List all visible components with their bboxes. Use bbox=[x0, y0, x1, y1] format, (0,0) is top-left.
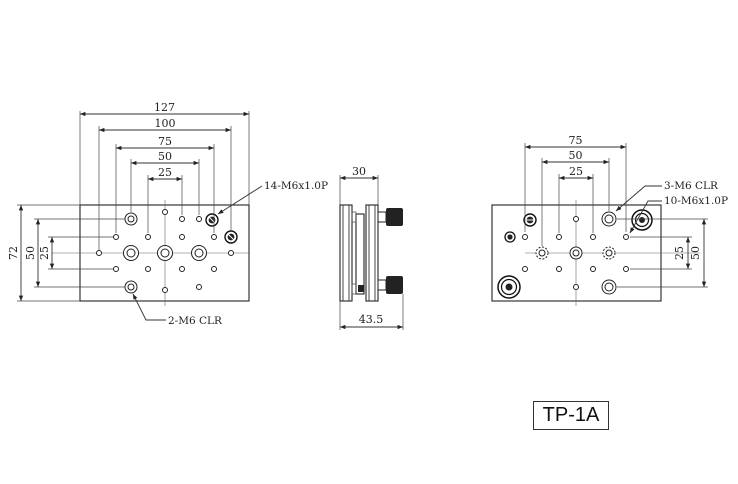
clearance-hole-core bbox=[127, 283, 135, 291]
tapped-hole bbox=[179, 234, 185, 240]
dim-50: 50 bbox=[158, 150, 172, 163]
hidden-hole-core bbox=[538, 249, 546, 257]
hidden-hole-core bbox=[605, 249, 613, 257]
clearance-hole-core bbox=[604, 282, 614, 292]
bottom-dim-50: 50 bbox=[569, 149, 583, 162]
tapped-hole bbox=[623, 234, 629, 240]
clearance-hole-core bbox=[127, 215, 135, 223]
top-view: 127 100 75 50 25 72 bbox=[7, 101, 328, 327]
tapped-hole bbox=[196, 284, 202, 290]
top-view-height-dimensions: 72 50 25 bbox=[7, 204, 125, 302]
bottom-dim-25: 25 bbox=[569, 165, 583, 178]
counterbore-hole-core bbox=[126, 248, 136, 258]
adjuster-knob-icon bbox=[377, 276, 403, 294]
callout-tapped-holes: 14-M6x1.0P bbox=[264, 180, 328, 192]
side-plate-left bbox=[339, 204, 353, 302]
tapped-hole bbox=[228, 250, 234, 256]
adjuster-knob-icon bbox=[377, 208, 403, 226]
callout-clearance-holes: 3-M6 CLR bbox=[664, 180, 719, 192]
tapped-hole bbox=[196, 216, 202, 222]
tapped-hole bbox=[522, 266, 528, 272]
dim-72: 72 bbox=[7, 246, 20, 260]
clearance-hole-core bbox=[604, 214, 614, 224]
top-view-width-dimensions: 127 100 75 50 25 bbox=[79, 101, 250, 250]
side-dim-43-5: 43.5 bbox=[359, 313, 384, 326]
tapped-hole bbox=[145, 266, 151, 272]
screw-head-icon bbox=[205, 213, 219, 227]
bottom-dim-25-vertical: 25 bbox=[673, 246, 686, 260]
counterbore-hole-core bbox=[194, 248, 204, 258]
dim-25: 25 bbox=[158, 166, 172, 179]
callout-tapped-holes: 10-M6x1.0P bbox=[664, 195, 728, 207]
tapped-hole bbox=[211, 234, 217, 240]
screw-head-icon bbox=[224, 230, 238, 244]
side-dim-30: 30 bbox=[352, 165, 366, 178]
counterbore-hole-core bbox=[160, 248, 170, 258]
tapped-hole bbox=[113, 266, 119, 272]
dim-127: 127 bbox=[154, 101, 175, 114]
top-view-holes bbox=[96, 209, 238, 294]
bottom-dim-50-vertical: 50 bbox=[689, 246, 702, 260]
tapped-hole bbox=[590, 234, 596, 240]
tapped-hole bbox=[556, 266, 562, 272]
model-label: TP-1A bbox=[533, 401, 609, 430]
tapped-hole bbox=[556, 234, 562, 240]
tapped-hole bbox=[211, 266, 217, 272]
tapped-hole bbox=[590, 266, 596, 272]
tapped-hole bbox=[522, 234, 528, 240]
large-knob-icon bbox=[497, 275, 521, 299]
clearance-hole-core bbox=[572, 249, 580, 257]
tapped-hole bbox=[145, 234, 151, 240]
dim-50-vertical: 50 bbox=[24, 246, 37, 260]
tapped-hole bbox=[162, 209, 168, 215]
dim-75: 75 bbox=[158, 135, 172, 148]
dim-25-vertical: 25 bbox=[38, 246, 51, 260]
callout-clearance-holes: 2-M6 CLR bbox=[168, 315, 223, 327]
tapped-hole bbox=[573, 284, 579, 290]
side-view: 30 43.5 bbox=[339, 165, 404, 330]
top-view-callouts: 14-M6x1.0P 2-M6 CLR bbox=[132, 180, 328, 327]
tapped-hole bbox=[179, 216, 185, 222]
bottom-view-width-dimensions: 75 50 25 bbox=[524, 134, 627, 246]
tapped-hole bbox=[573, 216, 579, 222]
bottom-view-callouts: 3-M6 CLR 10-M6x1.0P bbox=[615, 180, 728, 234]
tapped-hole bbox=[96, 250, 102, 256]
bottom-dim-75: 75 bbox=[569, 134, 583, 147]
tapped-hole bbox=[162, 287, 168, 293]
screw-head-icon bbox=[504, 231, 516, 243]
bottom-view-holes bbox=[497, 209, 653, 299]
tapped-hole bbox=[623, 266, 629, 272]
dim-100: 100 bbox=[155, 117, 176, 130]
side-plate-right bbox=[365, 204, 379, 302]
bottom-view: 75 50 25 25 50 3-M6 CLR 10-M6x1 bbox=[491, 134, 728, 306]
screw-head-icon bbox=[523, 213, 537, 227]
bottom-view-height-dimensions: 25 50 bbox=[617, 218, 708, 288]
tapped-hole bbox=[113, 234, 119, 240]
tapped-hole bbox=[179, 266, 185, 272]
large-knob-icon bbox=[631, 209, 653, 231]
side-slide bbox=[355, 213, 365, 295]
